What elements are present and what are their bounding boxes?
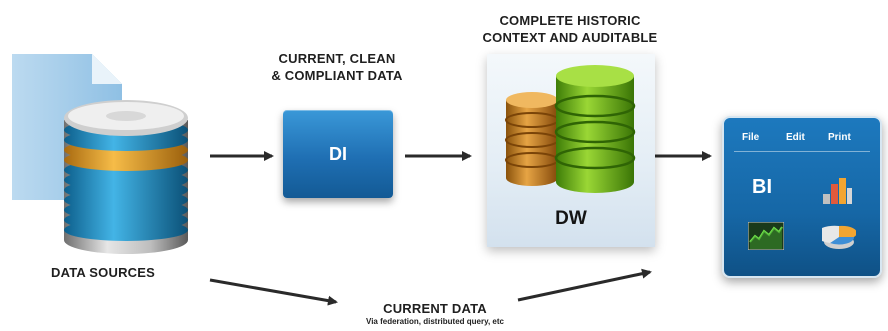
bi-panel: File Edit Print BI [722,116,882,278]
dw-label: DW [555,208,587,229]
bi-menu-edit: Edit [786,132,805,143]
complete-historic-line2: CONTEXT AND AUDITABLE [482,30,658,45]
complete-historic-line1: COMPLETE HISTORIC [499,13,641,28]
pie-chart-icon [822,225,856,249]
data-sources-label: DATA SOURCES [51,265,155,280]
current-clean-line2: & COMPLIANT DATA [271,68,403,83]
bi-menu-print: Print [828,132,851,143]
line-chart-icon [748,222,784,250]
current-data-sublabel: Via federation, distributed query, etc [366,317,504,326]
data-sources-icon [12,54,188,254]
current-data-label: CURRENT DATA [383,301,487,316]
bar-chart-icon [823,178,852,204]
bi-menu-divider [734,151,870,152]
di-box: DI [283,110,393,198]
current-clean-label: CURRENT, CLEAN & COMPLIANT DATA [262,50,412,84]
arrow-sources-to-current-data [209,278,338,306]
dw-database-icon [505,65,636,193]
arrow-current-data-to-bi [517,268,652,302]
bi-label: BI [752,176,772,198]
di-label: DI [329,143,347,164]
complete-historic-label: COMPLETE HISTORIC CONTEXT AND AUDITABLE [470,12,670,46]
current-clean-line1: CURRENT, CLEAN [278,51,396,66]
bi-menu-file: File [742,132,760,143]
